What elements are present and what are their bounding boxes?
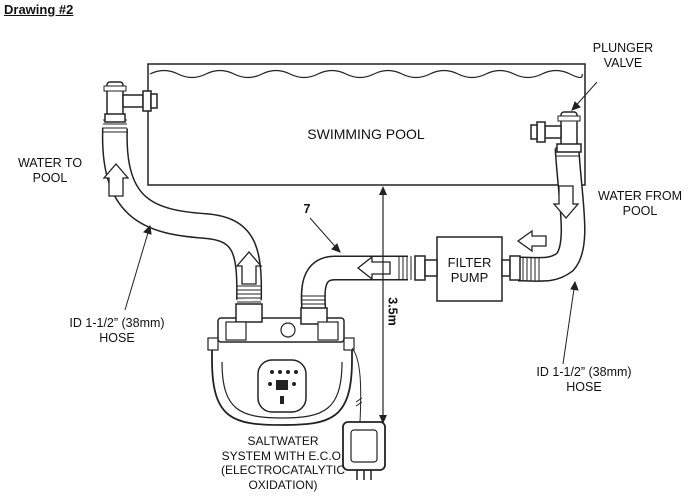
distance-label: 3.5m [385,297,400,326]
hose-pump-to-system [300,255,408,314]
drawing-title: Drawing #2 [4,2,74,17]
saltwater-system-unit [207,303,355,426]
arrow-left-pump-icon [356,255,391,281]
plunger-valve [530,111,582,153]
distance-measure [379,186,387,424]
water-from-pool-label: WATER FROM POOL [597,189,682,218]
control-box [342,347,386,480]
hose-spec-right: ID 1-1/2” (38mm) HOSE [536,365,632,394]
saltwater-system-label: SALTWATER SYSTEM WITH E.C.O. (ELECTROCAT… [220,434,345,492]
filter-pump-label: FILTER PUMP [447,255,492,285]
callout-number: 7 [303,202,311,216]
return-fitting [103,81,158,123]
arrow-up-left-icon [102,163,130,197]
filter-pump [414,236,521,302]
leader-lines [124,81,598,365]
arrow-down-right-icon [552,185,580,219]
flow-arrows [102,163,580,285]
water-to-pool-label: WATER TO POOL [17,156,83,185]
swimming-pool [147,63,586,186]
arrow-up-system-icon [235,251,263,285]
arrow-left-from-pool-icon [516,229,547,253]
pool-label: SWIMMING POOL [307,126,425,142]
hose-spec-left: ID 1-1/2” (38mm) HOSE [69,316,165,345]
plunger-valve-label: PLUNGER VALVE [592,41,654,70]
